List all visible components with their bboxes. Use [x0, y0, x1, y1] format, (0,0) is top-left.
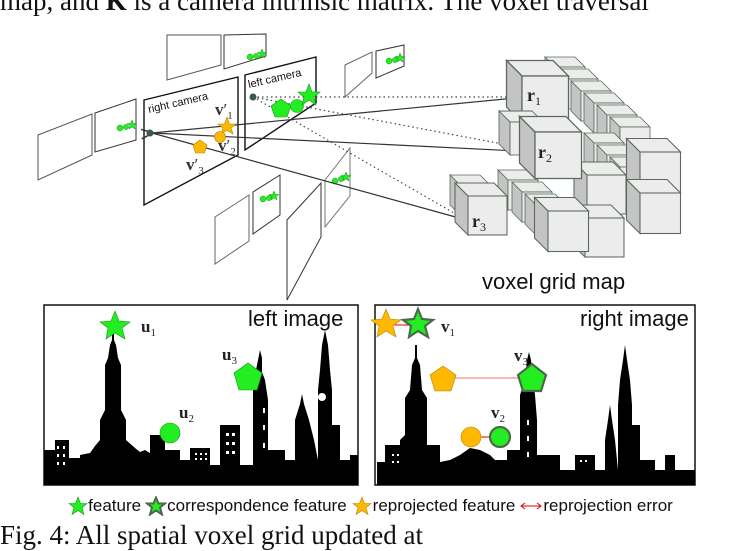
- figure-caption: Fig. 4: All spatial voxel grid updated a…: [0, 520, 423, 550]
- legend-label-reprojected: reprojected feature: [372, 496, 516, 515]
- matrix-symbol: K: [105, 0, 127, 16]
- orange-star-icon: [351, 496, 372, 516]
- reprojected-v2-circle: [460, 426, 482, 448]
- left-camera-center: [249, 93, 257, 101]
- reprojected-circle: [214, 131, 226, 143]
- legend-item-error: reprojection error: [519, 496, 673, 516]
- right-skyline-windows: [392, 396, 655, 463]
- frame-bottom-1: [214, 194, 250, 265]
- legend-item-feature: feature: [68, 496, 141, 516]
- right-camera-plane: [143, 76, 239, 207]
- left-skyline: [44, 330, 358, 485]
- label-u1: u1: [141, 317, 156, 339]
- reprojected-star: [217, 116, 237, 135]
- correspondence-v3-pentagon: [516, 362, 548, 393]
- feature-u3-pentagon: [233, 362, 263, 391]
- label-v3: v3: [514, 346, 529, 368]
- voxel-label-r2: r2: [538, 142, 552, 165]
- reprojected-pentagon: [192, 139, 208, 154]
- frame-bottom-3: [286, 181, 322, 301]
- left-image-panel: left image u1 u2 u3: [43, 304, 359, 486]
- frame-bottom-2: [252, 174, 281, 235]
- voxel-label-r1: r1: [527, 85, 541, 108]
- right-image-panel: right image v1 v2 v3: [370, 304, 696, 486]
- left-camera-features: [270, 83, 321, 118]
- legend-label-feature: feature: [88, 496, 142, 515]
- left-image-title: left image: [248, 306, 343, 331]
- frame-bottom-4: [324, 146, 351, 229]
- frame-top-2: [223, 33, 267, 70]
- reprojected-v3-pentagon: [429, 365, 457, 392]
- correspondence-v1-star: [400, 306, 436, 340]
- legend-label-correspondence: correspondence feature: [167, 496, 347, 515]
- figure-legend: feature correspondence feature reproject…: [0, 496, 741, 516]
- label-v3-prime: v′3: [186, 155, 204, 177]
- frame-left-1: [37, 113, 93, 181]
- label-v2-prime: v′2: [218, 136, 236, 158]
- body-text-line: map, and K is a camera intrinsic matrix.…: [0, 0, 741, 17]
- right-skyline: [377, 345, 695, 485]
- correspondence-star-icon: [145, 496, 168, 516]
- body-text-suffix: is a camera intrinsic matrix. The voxel …: [126, 0, 649, 16]
- feature-circle: [290, 99, 304, 113]
- frame-far-1: [344, 51, 373, 99]
- feature-u1-star: [99, 310, 131, 340]
- voxel-labels: r1 r2 r3: [472, 85, 552, 234]
- label-u2: u2: [179, 403, 194, 425]
- label-v2: v2: [491, 403, 505, 425]
- voxel-grid-label: voxel grid map: [482, 269, 625, 294]
- red-double-arrow-icon: [520, 502, 543, 510]
- green-star-icon: [68, 496, 89, 516]
- label-v1: v1: [441, 317, 455, 339]
- legend-label-error: reprojection error: [543, 496, 673, 515]
- frame-left-2: [94, 98, 137, 153]
- right-camera-reprojections: [192, 116, 237, 154]
- legend-item-reprojected: reprojected feature: [351, 496, 516, 516]
- body-text-prefix: map, and: [0, 0, 106, 16]
- label-v1-prime: v′1: [215, 100, 233, 122]
- feature-u2-circle: [159, 422, 181, 444]
- skyline-windows: [57, 393, 326, 465]
- right-image-title: right image: [580, 306, 689, 331]
- reprojection-labels: v′1 v′2 v′3: [186, 100, 236, 177]
- camera-frames: [37, 33, 405, 301]
- voxel-label-r3: r3: [472, 211, 486, 234]
- frame-feature-dots: [116, 48, 406, 203]
- legend-item-correspondence: correspondence feature: [145, 496, 347, 516]
- reprojected-v1-star: [370, 308, 402, 338]
- feature-pentagon: [270, 98, 292, 118]
- feature-star: [297, 83, 321, 106]
- frame-top-1: [166, 34, 222, 81]
- correspondence-v2-circle: [488, 425, 512, 449]
- right-camera-center: [146, 129, 154, 137]
- label-u3: u3: [222, 345, 237, 367]
